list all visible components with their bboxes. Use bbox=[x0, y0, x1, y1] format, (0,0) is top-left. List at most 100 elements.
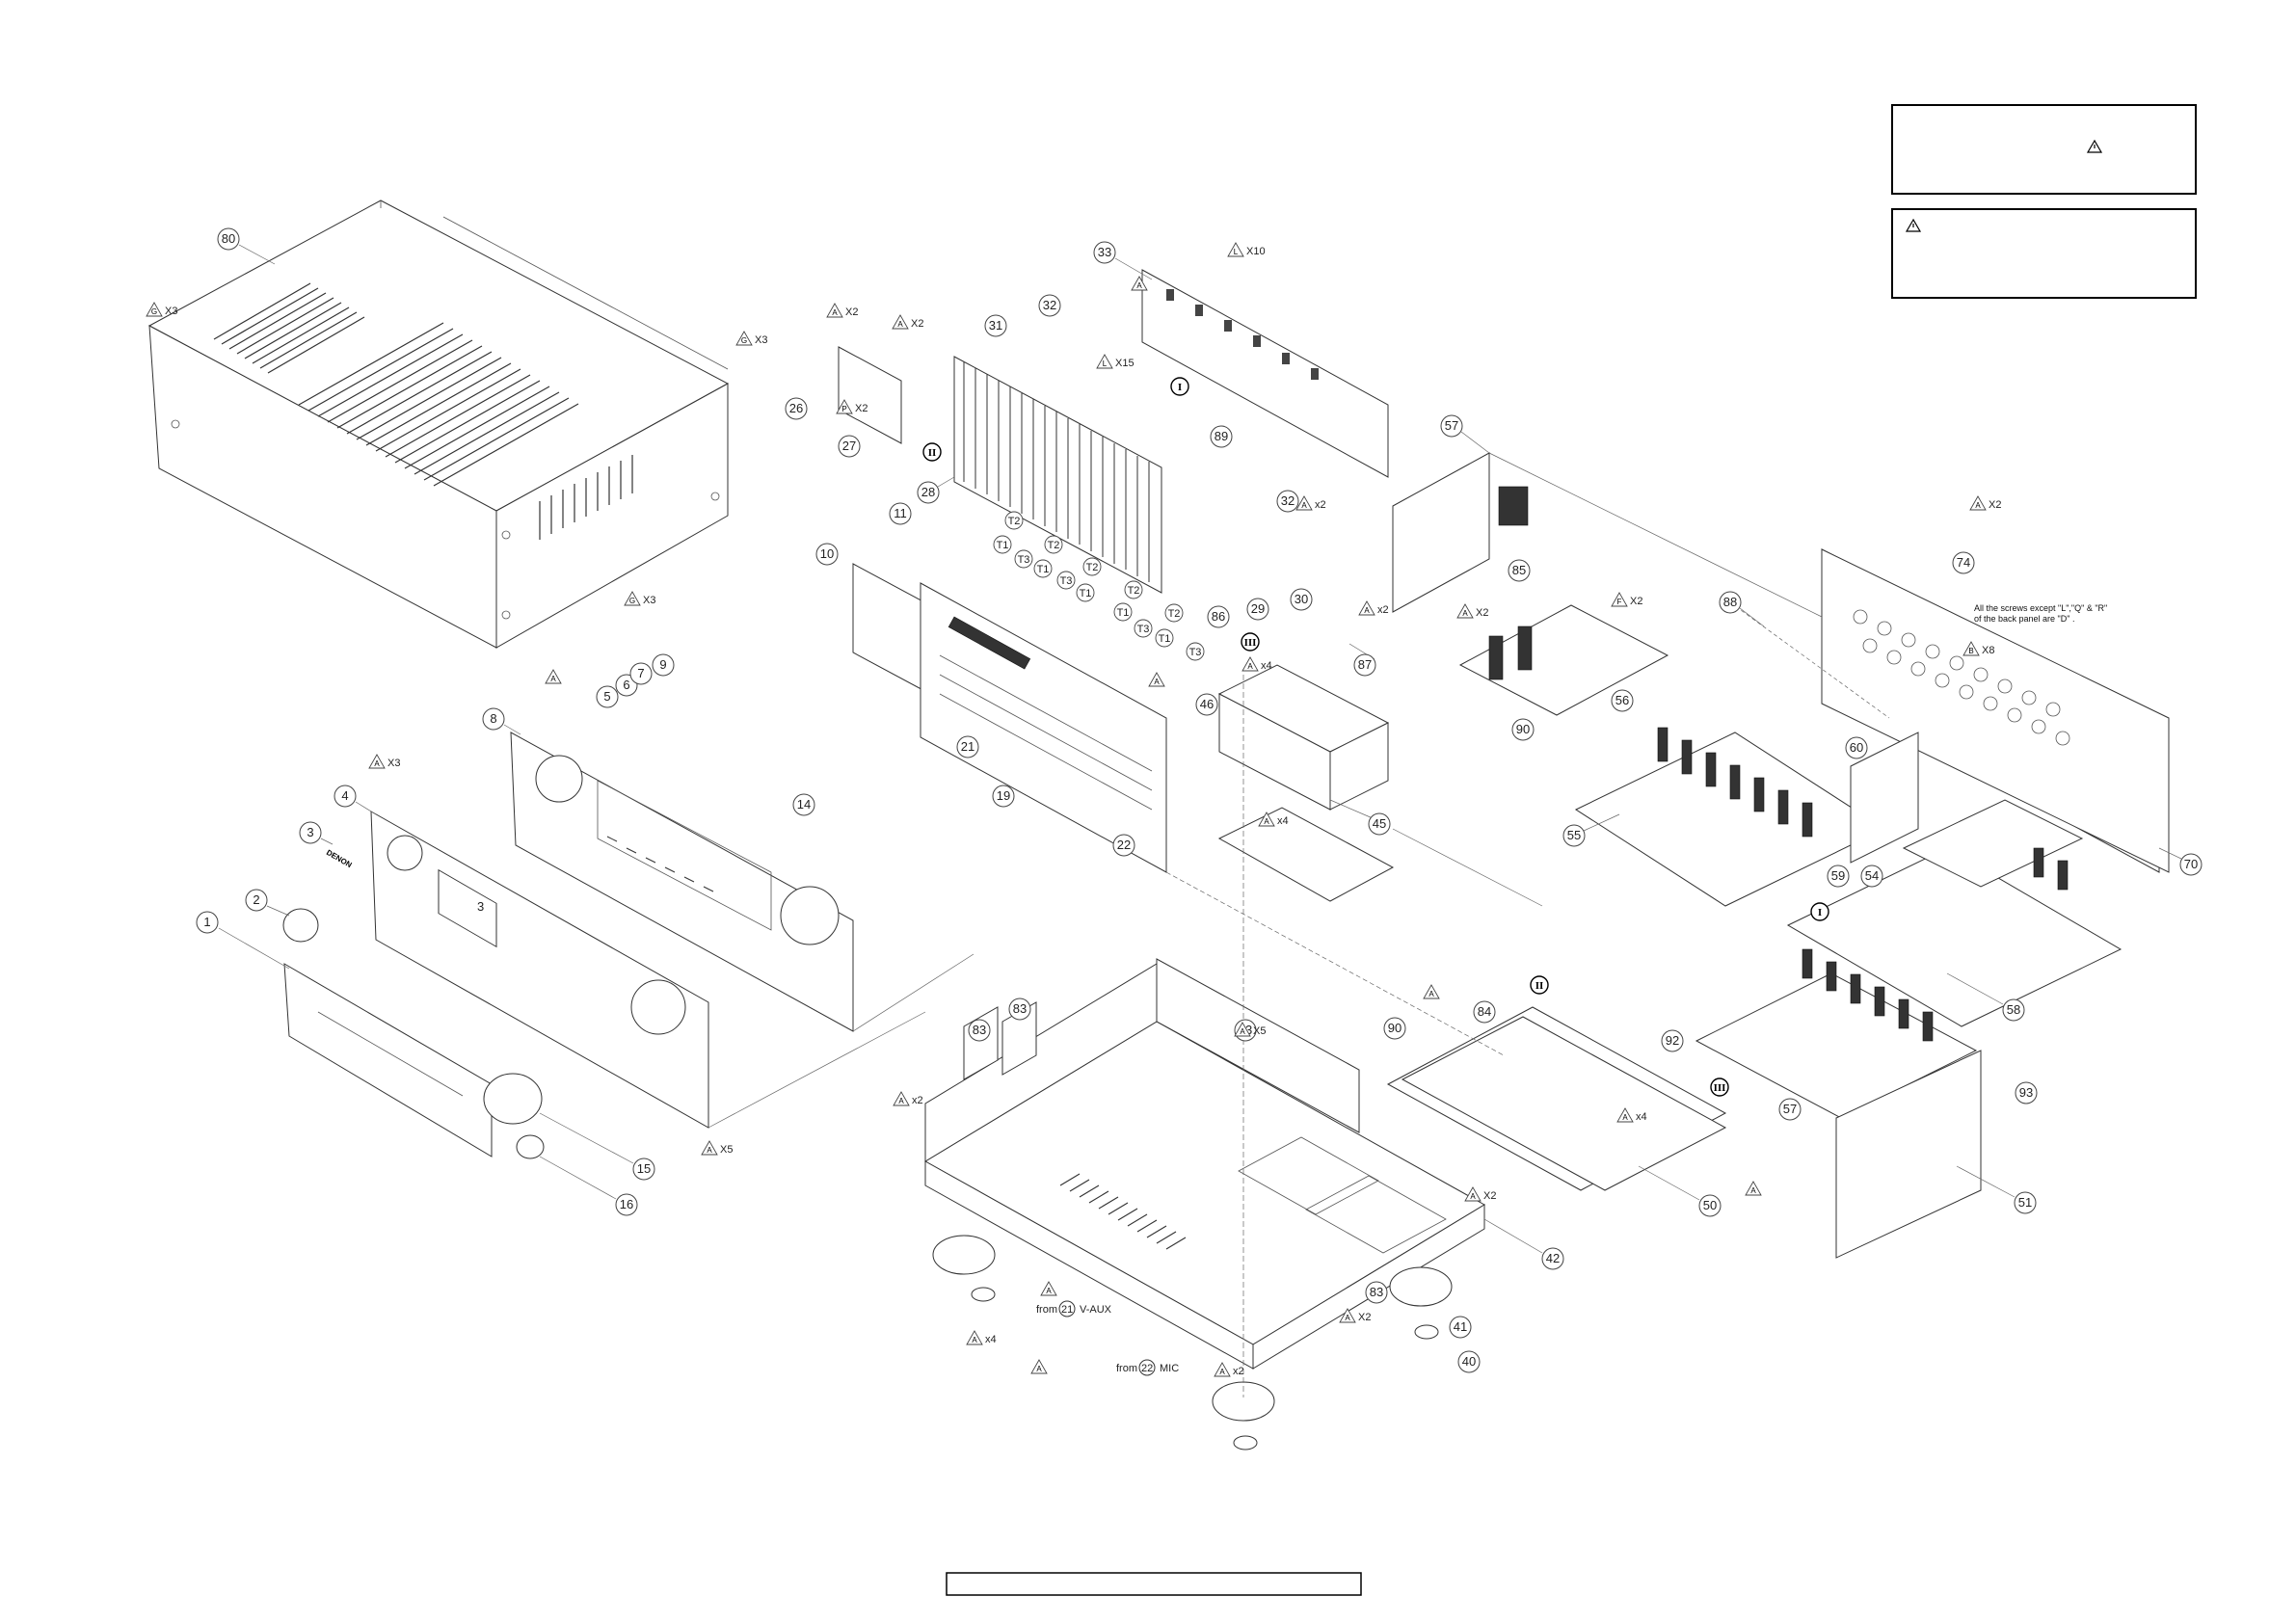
part-callout: 4 bbox=[334, 785, 357, 808]
part-callout: 16 bbox=[615, 1193, 638, 1216]
channel-label-text: T1 bbox=[1159, 633, 1171, 645]
part-callout: 11 bbox=[889, 502, 912, 525]
part-number: 50 bbox=[1703, 1198, 1717, 1212]
wire-note-from: from bbox=[1036, 1304, 1057, 1316]
screw-letter: A bbox=[1046, 1287, 1052, 1295]
cover-vents bbox=[213, 282, 633, 540]
channel-label: T3 bbox=[1056, 571, 1076, 590]
screw-quantity: x2 bbox=[1233, 1366, 1244, 1377]
channel-label-text: T3 bbox=[1018, 554, 1030, 566]
part-number: 32 bbox=[1043, 298, 1056, 312]
part-number: 26 bbox=[789, 401, 803, 415]
part-number: 56 bbox=[1615, 693, 1629, 707]
part-number: 55 bbox=[1567, 828, 1581, 842]
screw-quantity: X3 bbox=[165, 306, 177, 317]
roman-marker-text: I bbox=[1818, 907, 1822, 918]
channel-label: T2 bbox=[1082, 557, 1102, 576]
part-callout: 92 bbox=[1661, 1029, 1684, 1052]
screw-quantity: X3 bbox=[387, 758, 400, 769]
screw-letter: A bbox=[898, 1097, 904, 1105]
part-number: 27 bbox=[842, 439, 856, 453]
channel-label: T2 bbox=[1004, 511, 1024, 530]
part-number: 14 bbox=[797, 797, 811, 812]
part-callout: 83 bbox=[968, 1019, 991, 1042]
channel-label-text: T2 bbox=[1168, 608, 1181, 620]
screw-quantity: x4 bbox=[1261, 660, 1272, 672]
screw-letter: A bbox=[1345, 1314, 1350, 1322]
part-callout: 33 bbox=[1093, 241, 1116, 264]
screw-quantity: X8 bbox=[1982, 645, 1994, 656]
part-callout: 42 bbox=[1541, 1247, 1564, 1270]
roman-marker: II bbox=[922, 442, 942, 462]
screw-letter: A bbox=[1750, 1186, 1756, 1195]
screw-letter: G bbox=[151, 307, 157, 316]
roman-marker-text: I bbox=[1178, 382, 1182, 393]
part-callout: 83 bbox=[1008, 998, 1031, 1021]
part-callout: 74 bbox=[1952, 551, 1975, 574]
part-number: 89 bbox=[1215, 429, 1228, 443]
part-number: 59 bbox=[1831, 868, 1845, 883]
part-callout: 9 bbox=[652, 653, 675, 677]
wire-note-circled-number: 21 bbox=[1061, 1304, 1073, 1316]
part-callout: 6 bbox=[615, 674, 638, 697]
channel-label: T3 bbox=[1134, 619, 1153, 638]
screw-letter: A bbox=[1470, 1192, 1476, 1201]
part-number: 42 bbox=[1546, 1251, 1560, 1265]
screw-letter: A bbox=[707, 1146, 712, 1155]
roman-marker: II bbox=[1530, 975, 1549, 995]
roman-marker-text: III bbox=[1244, 637, 1257, 649]
part-callout: 1 bbox=[196, 911, 219, 934]
channel-label: T1 bbox=[1113, 602, 1133, 622]
screw-quantity: X5 bbox=[1253, 1025, 1266, 1037]
screw-letter: A bbox=[832, 308, 838, 317]
power-supply-pcb bbox=[1392, 452, 1669, 716]
screw-quantity: X2 bbox=[845, 306, 858, 318]
part-number: 54 bbox=[1865, 868, 1879, 883]
part-number: 4 bbox=[341, 788, 348, 803]
part-callout: 3 bbox=[299, 821, 322, 844]
screw-label: A bbox=[1131, 276, 1148, 291]
part-number: 30 bbox=[1295, 592, 1308, 606]
part-number: 45 bbox=[1373, 816, 1386, 831]
part-number: 11 bbox=[894, 506, 907, 520]
bottom-chassis bbox=[924, 958, 1485, 1450]
part-number: 22 bbox=[1117, 838, 1131, 852]
part-number: 90 bbox=[1388, 1021, 1402, 1035]
screw-letter: A bbox=[1622, 1113, 1628, 1122]
part-number: 85 bbox=[1512, 563, 1526, 577]
part-callout: 88 bbox=[1719, 591, 1742, 614]
screw-letter: A bbox=[1154, 678, 1160, 686]
part-number: 8 bbox=[490, 711, 496, 726]
part-number: 84 bbox=[1478, 1004, 1491, 1019]
screw-letter: A bbox=[1301, 501, 1307, 510]
back-panel-note-line-1: All the screws except "L","Q" & "R" bbox=[1974, 603, 2107, 613]
part-number: 93 bbox=[2019, 1085, 2033, 1100]
screw-letter: A bbox=[1136, 281, 1142, 290]
heatsink-assembly bbox=[838, 269, 1389, 594]
part-callout: 8 bbox=[482, 707, 505, 731]
screw-label: A bbox=[545, 669, 562, 684]
part-callout: 83 bbox=[1365, 1281, 1388, 1304]
screw-label: A bbox=[1030, 1359, 1048, 1374]
part-callout: 28 bbox=[917, 481, 940, 504]
part-callout: 93 bbox=[2015, 1081, 2038, 1104]
screw-quantity: X3 bbox=[755, 334, 767, 346]
part-callout: 55 bbox=[1562, 824, 1586, 847]
screw-letter: A bbox=[1462, 609, 1468, 618]
part-number: 21 bbox=[961, 739, 974, 754]
channel-label: T1 bbox=[1155, 628, 1174, 648]
part-number: 83 bbox=[1370, 1285, 1383, 1299]
part-number: 74 bbox=[1957, 555, 1970, 570]
front-panel-assembly: DENON 3 bbox=[282, 732, 854, 1159]
screw-quantity: x4 bbox=[1636, 1111, 1647, 1123]
back-panel: All the screws except "L","Q" & "R" of t… bbox=[1821, 548, 2170, 873]
wire-note-mic: from 22 MIC bbox=[1116, 1359, 1179, 1376]
screw-quantity: X3 bbox=[643, 595, 655, 606]
